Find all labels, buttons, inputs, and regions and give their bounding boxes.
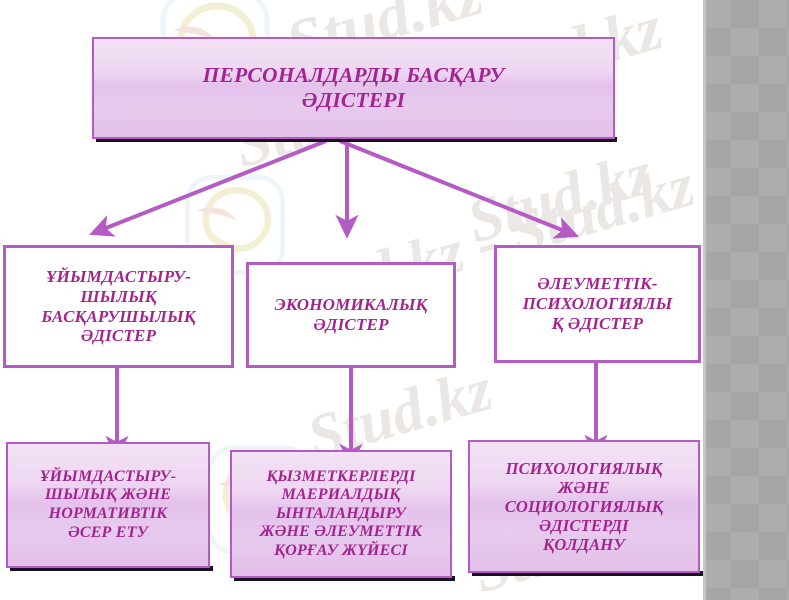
node-motivation-system-line-4: ЖӘНЕ ӘЛЕУМЕТТІК: [259, 523, 423, 541]
node-psychological-sociological-line-5: ҚОЛДАНУ: [542, 535, 625, 555]
node-organizational-methods[interactable]: ҰЙЫМДАСТЫРУ- ШЫЛЫҚ БАСҚАРУШЫЛЫҚ ӘДІСТЕР: [3, 245, 234, 368]
node-organizational-impact-line-1: ҰЙЫМДАСТЫРУ-: [39, 467, 177, 485]
node-organizational-methods-line-2: ШЫЛЫҚ: [80, 286, 157, 306]
node-motivation-system-line-3: ЫНТАЛАНДЫРУ: [276, 504, 406, 522]
node-economic-methods-line-2: ӘДІСТЕР: [313, 315, 389, 334]
node-economic-methods[interactable]: ЭКОНОМИКАЛЫҚ ӘДІСТЕР: [246, 262, 456, 368]
node-organizational-impact-line-4: ӘСЕР ЕТУ: [68, 523, 148, 541]
node-psychological-sociological-line-3: СОЦИОЛОГИЯЛЫҚ: [504, 496, 664, 516]
connector-root-to-org: [89, 139, 327, 237]
node-psychological-sociological[interactable]: ПСИХОЛОГИЯЛЫҚ ЖӘНЕ СОЦИОЛОГИЯЛЫҚ ӘДІСТЕР…: [468, 440, 700, 573]
title-node-shadow: [96, 137, 617, 142]
node-organizational-impact-line-3: НОРМАТИВТІК: [48, 505, 168, 522]
node-socio-psychological-methods[interactable]: ӘЛЕУМЕТТІК- ПСИХОЛОГИЯЛЫ Қ ӘДІСТЕР: [494, 245, 701, 363]
node-psychological-sociological-shadow: [472, 571, 703, 576]
node-motivation-system[interactable]: ҚЫЗМЕТКЕРЛЕРДІ МАЕРИАЛДЫҚ ЫНТАЛАНДЫРУ ЖӘ…: [230, 450, 452, 578]
node-psychological-sociological-line-2: ЖӘНЕ: [558, 477, 610, 497]
node-psychological-sociological-line-4: ӘДІСТЕРДІ: [539, 516, 629, 536]
node-socio-psychological-methods-line-2: ПСИХОЛОГИЯЛЫ: [522, 294, 673, 314]
node-economic-methods-line-1: ЭКОНОМИКАЛЫҚ: [274, 295, 428, 315]
node-motivation-system-line-5: ҚОРҒАУ ЖҮЙЕСІ: [274, 541, 408, 559]
node-organizational-impact[interactable]: ҰЙЫМДАСТЫРУ- ШЫЛЫҚ ЖӘНЕ НОРМАТИВТІК ӘСЕР…: [6, 442, 210, 568]
slide-side-panel: [703, 0, 789, 600]
node-title-line-1: ПЕРСОНАЛДАРДЫ БАСҚАРУ: [202, 63, 505, 88]
node-psychological-sociological-line-1: ПСИХОЛОГИЯЛЫҚ: [505, 458, 663, 478]
node-organizational-methods-line-1: ҰЙЫМДАСТЫРУ-: [46, 267, 191, 287]
node-motivation-system-line-2: МАЕРИАЛДЫҚ: [281, 486, 401, 504]
node-motivation-system-line-1: ҚЫЗМЕТКЕРЛЕРДІ: [266, 467, 416, 485]
node-organizational-methods-line-3: БАСҚАРУШЫЛЫҚ: [41, 306, 196, 326]
connector-root-to-socpsy: [339, 139, 579, 239]
node-motivation-system-shadow: [234, 576, 455, 581]
watermark-text-3: Stud.kz: [460, 139, 660, 257]
node-organizational-methods-line-4: ӘДІСТЕР: [80, 326, 157, 346]
node-organizational-impact-line-2: ШЫЛЫҚ ЖӘНЕ: [44, 486, 172, 504]
node-socio-psychological-methods-line-1: ӘЛЕУМЕТТІК-: [537, 274, 658, 294]
node-socio-psychological-methods-line-3: Қ ӘДІСТЕР: [551, 313, 644, 333]
node-title[interactable]: ПЕРСОНАЛДАРДЫ БАСҚАРУ ӘДІСТЕРІ: [92, 37, 615, 139]
node-title-line-2: ӘДІСТЕРІ: [301, 88, 406, 112]
node-organizational-impact-shadow: [10, 566, 213, 571]
